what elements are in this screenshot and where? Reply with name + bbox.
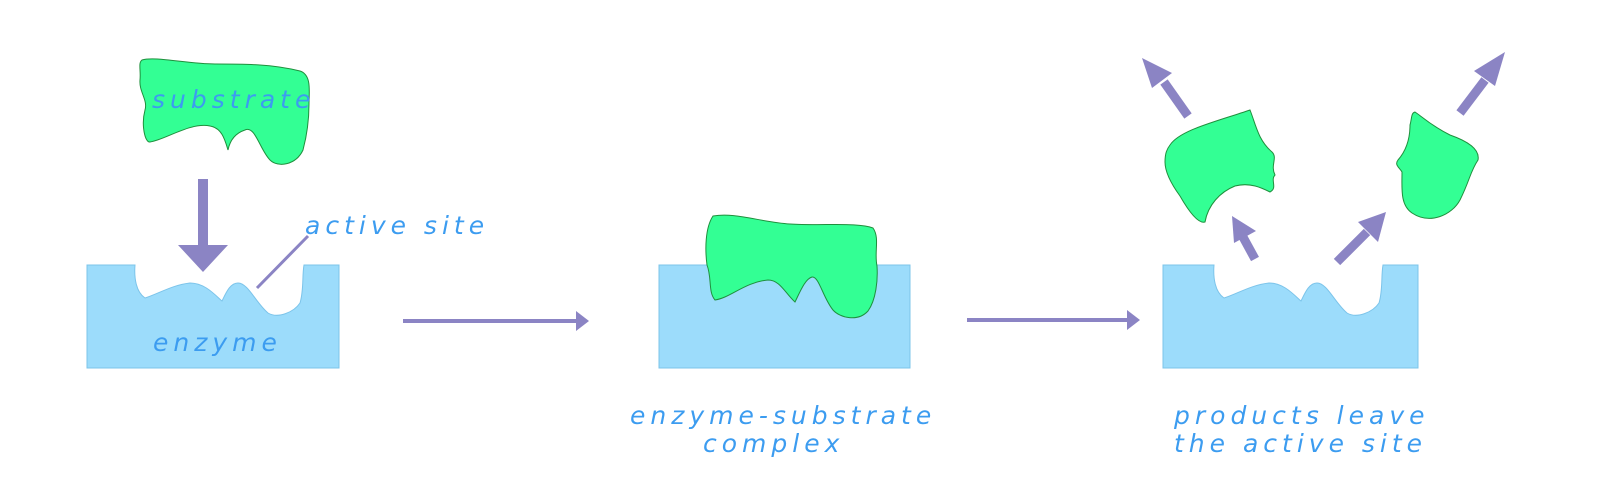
complex-label-line-2: complex (703, 429, 844, 458)
stage-enzyme-substrate-complex: enzyme-substrate complex (630, 214, 936, 458)
active-site-label: active site (305, 211, 489, 240)
enzyme-block-1 (86, 264, 340, 369)
substrate-label: substrate (152, 85, 315, 114)
product-molecule-2 (1396, 111, 1479, 219)
enzyme-block-3 (1162, 264, 1419, 369)
bound-substrate (705, 214, 878, 319)
down-arrow-icon (178, 179, 228, 272)
product-arrow-upper-left-icon (1142, 58, 1192, 119)
process-arrow-2-head-icon (1127, 310, 1140, 330)
products-label-line-1: products leave (1173, 401, 1430, 430)
complex-label-line-1: enzyme-substrate (630, 401, 936, 430)
stage-products-leave: products leave the active site (1142, 52, 1505, 458)
stage-enzyme-and-substrate: substrate active site enzyme (86, 58, 489, 369)
enzyme-label: enzyme (153, 328, 282, 357)
process-arrow-2 (967, 310, 1140, 330)
product-arrow-upper-right-icon (1456, 52, 1505, 116)
process-arrow-1-head-icon (576, 311, 589, 331)
product-molecule-1 (1164, 109, 1276, 223)
process-arrow-1 (403, 311, 589, 331)
product-arrow-lower-left-icon (1232, 216, 1259, 262)
active-site-pointer-line (255, 234, 310, 290)
product-arrow-lower-right-icon (1333, 212, 1386, 266)
substrate-molecule (139, 58, 310, 165)
products-label-line-2: the active site (1174, 429, 1427, 458)
